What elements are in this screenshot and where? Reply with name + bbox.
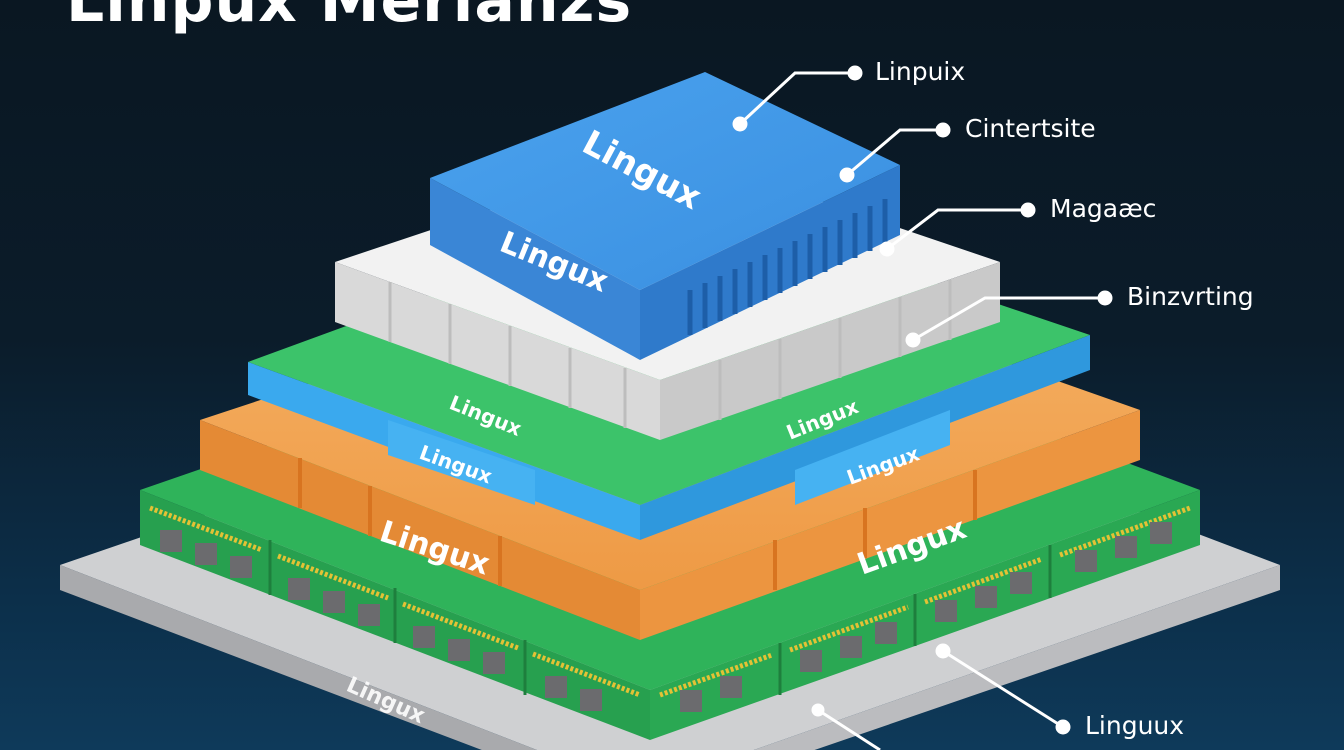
callout-label-top-chip: Linpuix	[875, 57, 966, 86]
callout-lines	[732, 65, 1113, 750]
diagram-title: Linpux Merianzs	[66, 0, 633, 36]
callout-label-base-plate: Linguux	[1085, 711, 1185, 740]
callout-label-cube-layer: Binzvrting	[1127, 282, 1254, 311]
callout-label-vents: Magaæc	[1050, 194, 1157, 223]
top-chip: Lingux Lingux	[430, 72, 900, 360]
callout-label-chip-edge: Cintertsite	[965, 114, 1096, 143]
